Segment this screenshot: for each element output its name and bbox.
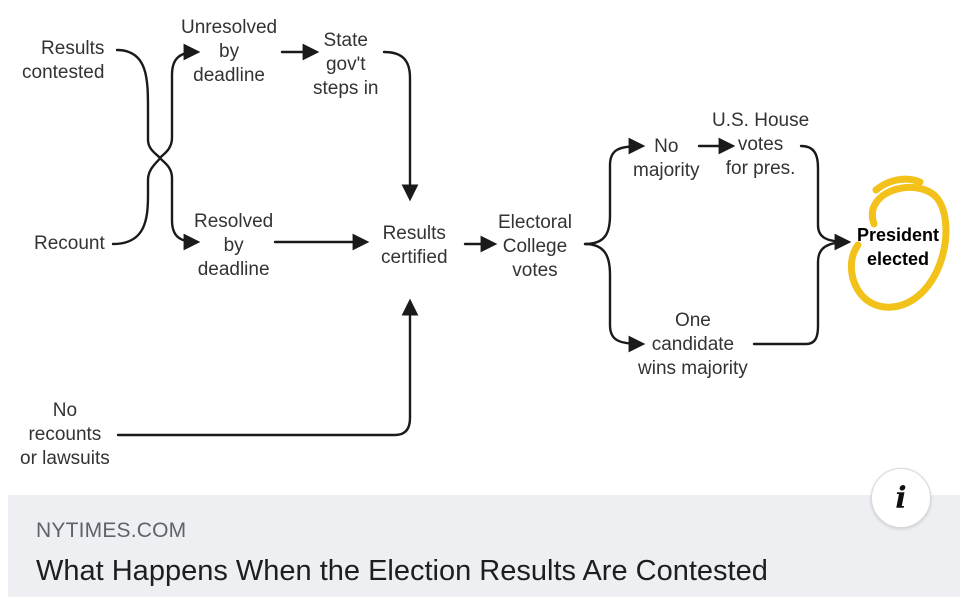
highlight-circle (847, 175, 950, 311)
node-no-majority: No majority (633, 136, 700, 181)
node-one-candidate: One candidate wins majority (638, 310, 748, 379)
node-resolved: Resolved by deadline (194, 211, 274, 280)
node-results-contested: Results contested (22, 38, 105, 83)
info-button[interactable]: i (871, 468, 931, 528)
node-president-elected: President elected (857, 225, 940, 269)
node-us-house: U.S. House votes for pres. (712, 110, 810, 179)
info-icon: i (895, 480, 907, 516)
node-no-recounts: No recounts or lawsuits (20, 400, 110, 469)
flowchart-image: Results contested Recount No recounts or… (20, 17, 950, 469)
node-electoral-college: Electoral College votes (498, 212, 572, 281)
article-headline[interactable]: What Happens When the Election Results A… (36, 555, 768, 587)
node-recount: Recount (34, 233, 105, 254)
node-state-gov: State gov't steps in (313, 30, 379, 99)
node-unresolved: Unresolved by deadline (181, 17, 278, 86)
link-preview-footer[interactable]: NYTIMES.COM What Happens When the Electi… (8, 495, 960, 597)
source-domain: NYTIMES.COM (36, 519, 187, 542)
flowchart-lines (111, 43, 950, 437)
node-results-certified: Results certified (381, 223, 448, 268)
